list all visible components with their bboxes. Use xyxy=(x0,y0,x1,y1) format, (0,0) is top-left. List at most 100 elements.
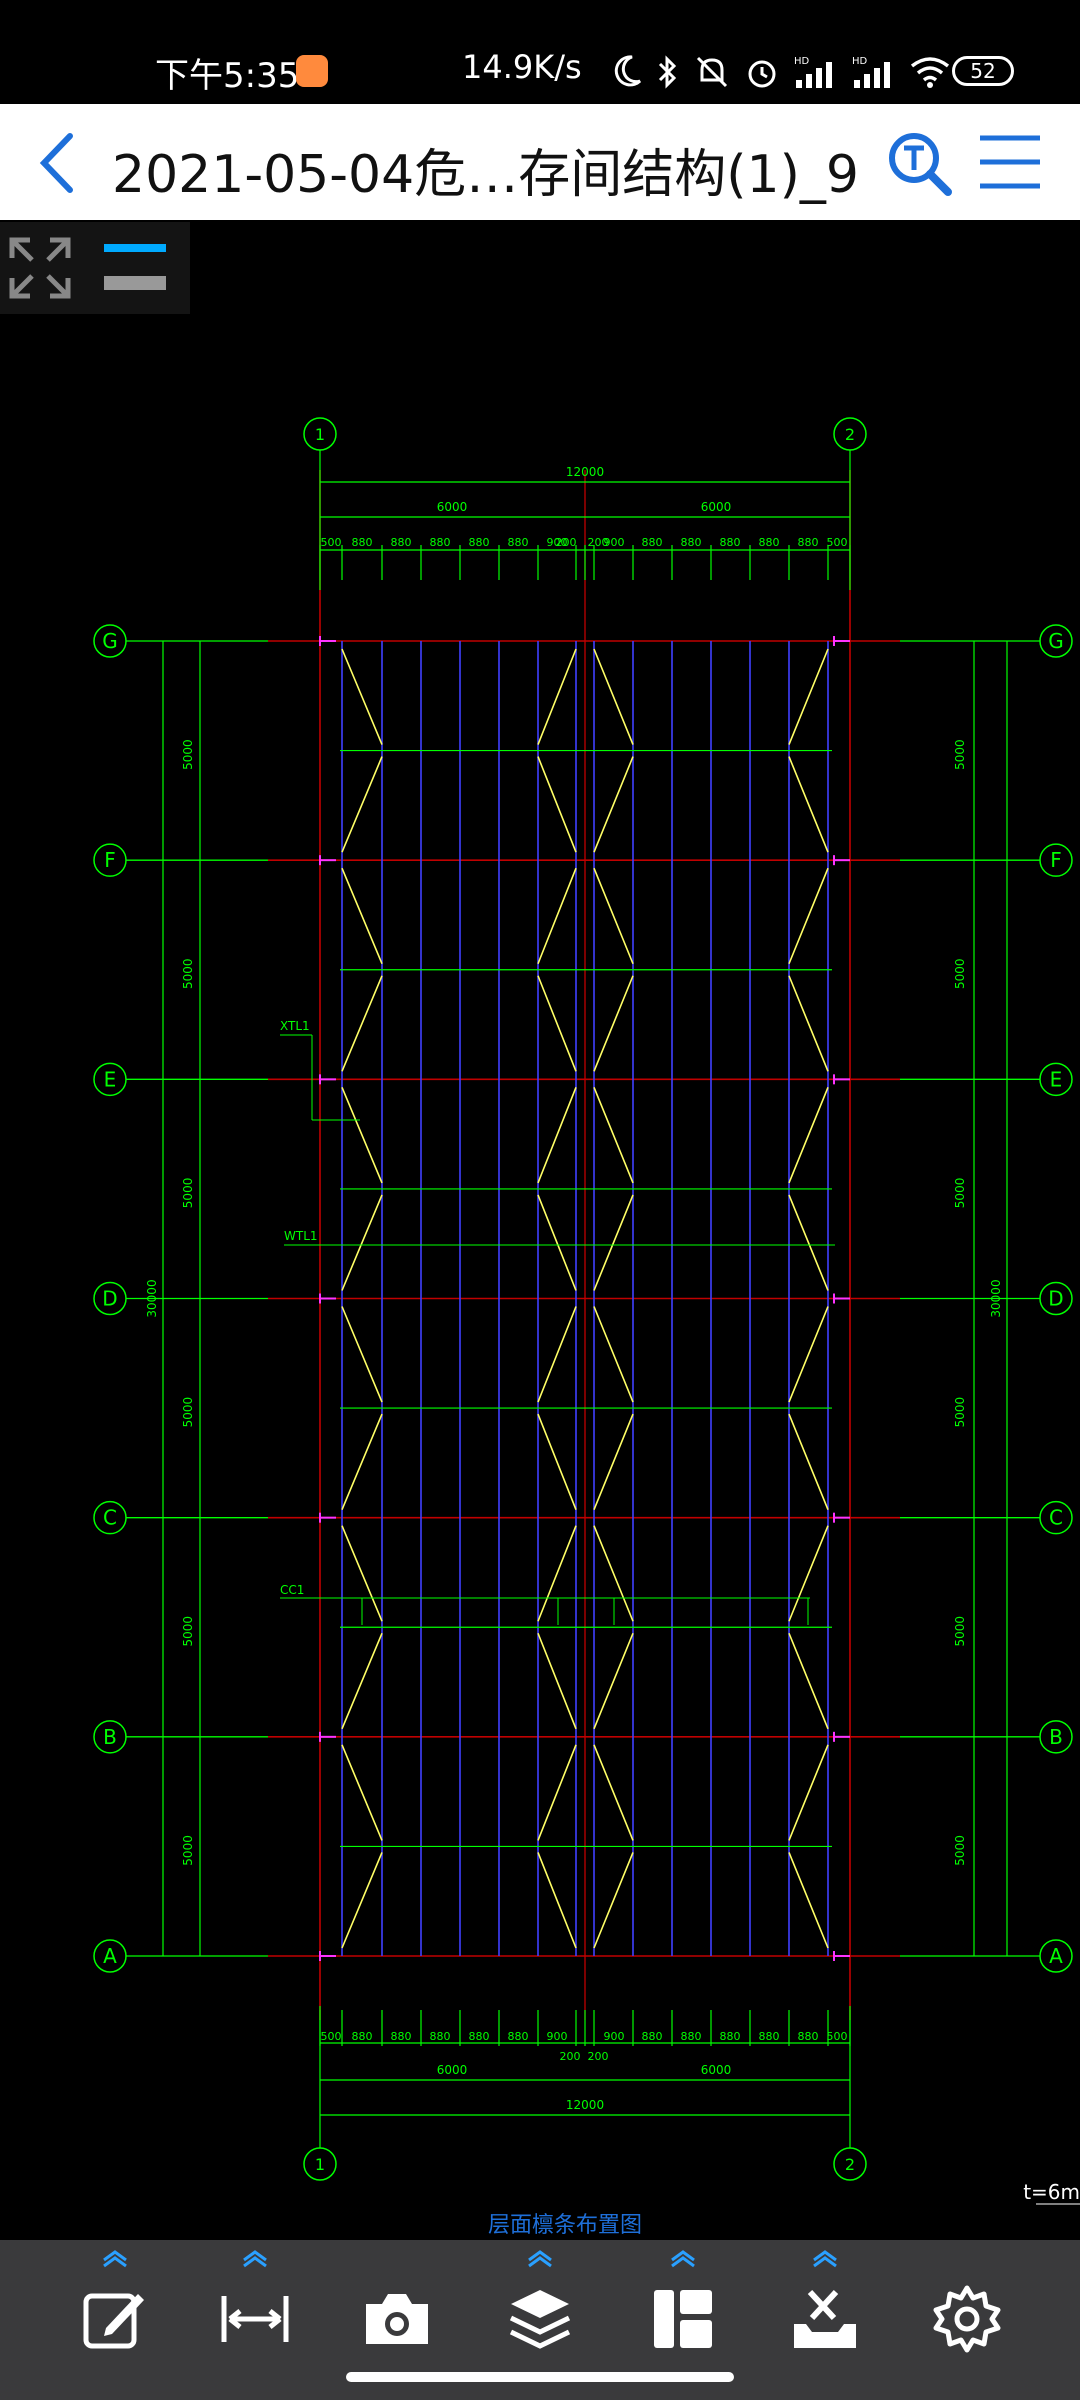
brace-line xyxy=(341,1306,383,1403)
brace-line xyxy=(788,1744,829,1841)
layers-button[interactable] xyxy=(485,2240,595,2370)
row-dimension-text: 5000 xyxy=(181,1178,195,1209)
row-dimension-text: 5000 xyxy=(181,1397,195,1428)
brace-line xyxy=(341,1087,383,1184)
camera-icon xyxy=(366,2294,428,2344)
layer-toggle-button[interactable] xyxy=(100,240,170,300)
grid-row-label: E xyxy=(104,1067,117,1091)
layout-button[interactable] xyxy=(628,2240,738,2370)
spacing-dimension-text: 900 xyxy=(547,2030,568,2043)
total-height-text: 30000 xyxy=(145,1279,159,1317)
caret-up-icon xyxy=(671,2250,695,2268)
brace-line xyxy=(788,1306,829,1403)
layer-bars-icon xyxy=(104,244,166,290)
row-dimension-text: 5000 xyxy=(181,739,195,770)
spacing-dimension-text: 500 xyxy=(827,536,848,549)
spacing-dimension-text: 880 xyxy=(720,536,741,549)
half-dimension-text: 6000 xyxy=(701,2063,732,2077)
brace-line xyxy=(341,648,383,745)
signal-1-icon: HD xyxy=(794,56,832,88)
brace-line xyxy=(788,867,829,965)
brace-line xyxy=(593,1413,634,1510)
layers-icon xyxy=(509,2290,571,2349)
text-search-button[interactable] xyxy=(884,128,954,198)
settings-button[interactable] xyxy=(912,2240,1022,2370)
settings-icon xyxy=(933,2285,1001,2353)
row-dimension-text: 5000 xyxy=(953,1616,967,1647)
spacing-dimension-text: 880 xyxy=(469,2030,490,2043)
row-dimension-text: 5000 xyxy=(953,958,967,989)
grid-row-label: D xyxy=(102,1287,117,1311)
member-label-xtl: XTL1 xyxy=(280,1019,310,1033)
brace-line xyxy=(537,1413,577,1510)
brace-line xyxy=(537,648,577,745)
brace-line xyxy=(593,1525,634,1622)
wifi-icon xyxy=(910,57,950,88)
status-time: 下午5:35 xyxy=(155,56,300,96)
tools-icon xyxy=(794,2289,856,2348)
brace-line xyxy=(788,1632,829,1730)
brace-line xyxy=(593,1852,634,1949)
grid-row-label: D xyxy=(1048,1287,1063,1311)
text-search-icon xyxy=(889,133,952,196)
spacing-dimension-text: 880 xyxy=(759,536,780,549)
screenshot-button[interactable] xyxy=(342,2240,452,2370)
brace-line xyxy=(593,867,634,965)
width-dimension-text: 12000 xyxy=(566,2098,604,2112)
edit-icon xyxy=(83,2293,144,2349)
measure-button[interactable] xyxy=(200,2240,310,2370)
brace-line xyxy=(537,1194,577,1291)
brace-line xyxy=(537,1306,577,1403)
signal-2-icon: HD xyxy=(852,56,890,88)
grid-column-label: 1 xyxy=(315,2155,325,2174)
brace-line xyxy=(537,1632,577,1730)
fullscreen-button[interactable] xyxy=(8,236,72,300)
brace-line xyxy=(593,975,634,1072)
brace-line xyxy=(593,648,634,745)
row-dimension-text: 5000 xyxy=(181,1616,195,1647)
tools-button[interactable] xyxy=(770,2240,880,2370)
brace-line xyxy=(537,1525,577,1622)
spacing-dimension-text: 880 xyxy=(759,2030,780,2043)
brace-line xyxy=(788,1194,829,1291)
scale-note: t=6m xyxy=(1023,2180,1080,2204)
brace-line xyxy=(788,1525,829,1622)
notification-app-icon xyxy=(296,55,328,87)
status-bar: 下午5:35 14.9K/s HD HD 52 xyxy=(0,0,1080,104)
spacing-dimension-text: 880 xyxy=(798,536,819,549)
back-button[interactable] xyxy=(30,128,86,198)
home-indicator[interactable] xyxy=(346,2372,734,2382)
brace-line xyxy=(341,975,383,1072)
grid-row-label: A xyxy=(103,1944,117,1968)
half-dimension-text: 6000 xyxy=(437,2063,468,2077)
brace-line xyxy=(537,1852,577,1949)
svg-text:HD: HD xyxy=(794,56,810,67)
spacing-dimension-text: 880 xyxy=(681,2030,702,2043)
brace-line xyxy=(341,1413,383,1510)
total-height-text: 30000 xyxy=(989,1279,1003,1317)
grid-row-label: F xyxy=(104,848,116,872)
brace-line xyxy=(593,1744,634,1841)
half-dimension-text: 6000 xyxy=(701,500,732,514)
spacing-dimension-text: 880 xyxy=(508,536,529,549)
caret-up-icon xyxy=(103,2250,127,2268)
spacing-dimension-text: 880 xyxy=(642,2030,663,2043)
grid-row-label: C xyxy=(103,1506,117,1530)
spacing-dimension-text: 880 xyxy=(430,536,451,549)
grid-column-label: 2 xyxy=(845,2155,855,2174)
center-dimension-text: 200 xyxy=(560,2050,581,2063)
grid-row-label: G xyxy=(102,629,118,653)
spacing-dimension-text: 500 xyxy=(321,536,342,549)
spacing-dimension-text: 900 xyxy=(547,536,568,549)
brace-line xyxy=(341,756,383,853)
brace-line xyxy=(593,1087,634,1184)
brace-line xyxy=(341,1632,383,1730)
document-title: 2021-05-04危…存间结构(1)_9 xyxy=(112,145,859,205)
network-speed: 14.9K/s xyxy=(462,48,582,86)
brace-line xyxy=(788,1413,829,1510)
chevron-left-icon xyxy=(39,133,73,193)
menu-button[interactable] xyxy=(976,130,1044,194)
annotate-button[interactable] xyxy=(60,2240,170,2370)
measure-icon xyxy=(221,2296,289,2342)
